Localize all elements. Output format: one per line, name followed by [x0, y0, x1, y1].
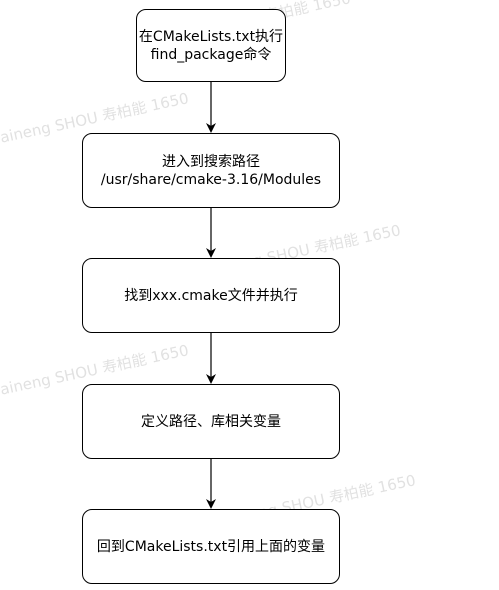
- step-node-find-package: 在CMakeLists.txt执行 find_package命令: [136, 9, 286, 82]
- node-text-line: 回到CMakeLists.txt引用上面的变量: [96, 538, 326, 555]
- node-text-line: /usr/share/cmake-3.16/Modules: [100, 171, 322, 188]
- step-node-use-variables: 回到CMakeLists.txt引用上面的变量: [82, 509, 340, 584]
- node-text-line: find_package命令: [150, 46, 272, 63]
- step-node-search-path: 进入到搜索路径 /usr/share/cmake-3.16/Modules: [82, 133, 340, 208]
- node-text-line: 在CMakeLists.txt执行: [138, 28, 284, 45]
- node-text-line: 找到xxx.cmake文件并执行: [124, 287, 298, 304]
- node-text-line: 定义路径、库相关变量: [141, 413, 281, 430]
- step-node-define-variables: 定义路径、库相关变量: [82, 384, 340, 459]
- node-text-line: 进入到搜索路径: [161, 153, 260, 170]
- step-node-execute-cmake-file: 找到xxx.cmake文件并执行: [82, 258, 340, 333]
